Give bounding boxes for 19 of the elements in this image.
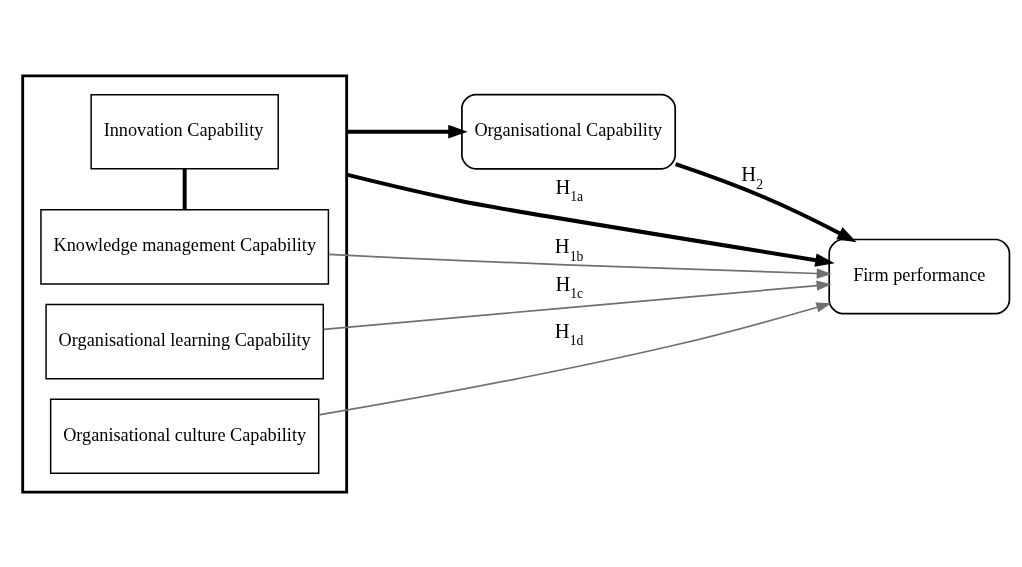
arrow	[674, 161, 857, 242]
cluster	[20, 73, 348, 494]
edge-label: H$_{1a}$	[554, 175, 583, 204]
arrow	[317, 301, 831, 416]
edge-label: H$_{1b}$	[554, 234, 583, 264]
node-box: Firm performance	[827, 238, 1010, 314]
node-box: Knowledge management Capability	[39, 208, 329, 285]
arrow	[346, 124, 468, 138]
edge-label: H$_{1d}$	[554, 319, 583, 348]
edge-label: H$_{1c}$	[554, 272, 583, 301]
node-box: Organisational culture Capability	[49, 398, 319, 474]
arrow	[322, 279, 831, 330]
arrow	[345, 172, 835, 267]
arrow	[327, 253, 832, 279]
node-box: Organisational learning Capability	[44, 303, 324, 379]
connector	[182, 168, 187, 210]
node-box: Organisational Capability	[460, 93, 676, 170]
edge-label: H$_{2}$	[740, 162, 763, 192]
node-box: Innovation Capability	[89, 93, 279, 169]
